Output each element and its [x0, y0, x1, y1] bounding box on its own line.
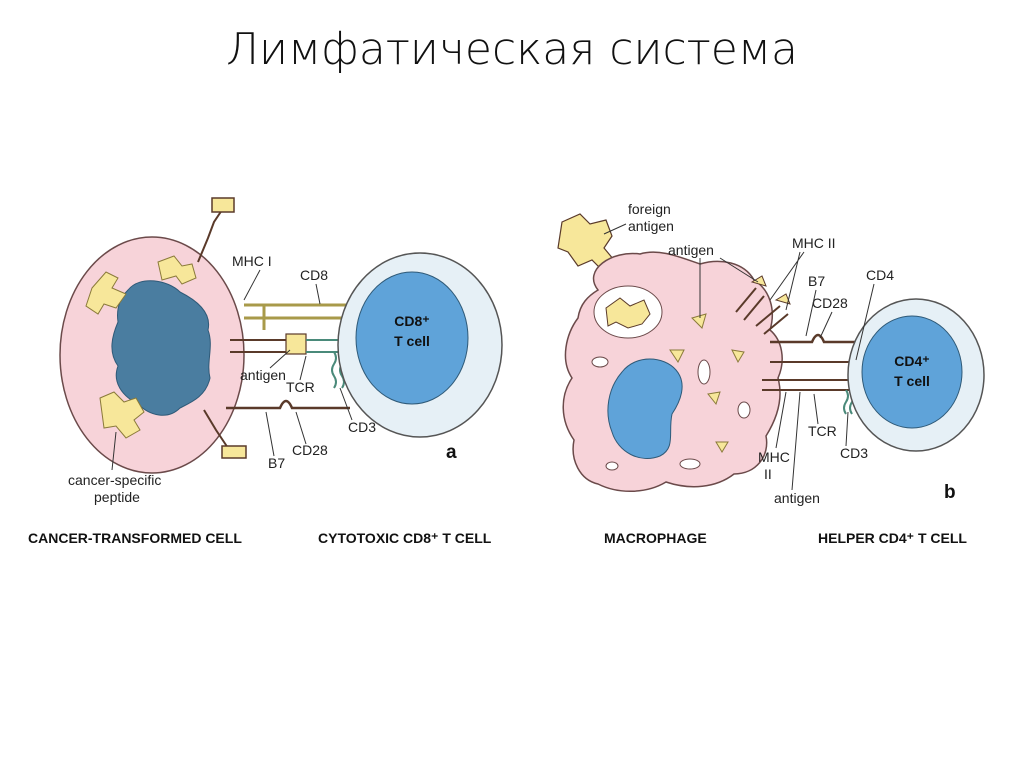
label-foreign-2: antigen: [628, 218, 674, 234]
b7-cd28-link: [226, 399, 350, 410]
macrophage-nucleus: [607, 358, 683, 460]
panel-letter-b: b: [944, 482, 956, 503]
label-mhc-bottom-1: MHC: [758, 449, 790, 465]
vacuole: [605, 461, 619, 471]
vacuole: [697, 359, 711, 385]
label-mhc-bottom-2: II: [764, 466, 772, 482]
vacuole: [737, 401, 751, 419]
panel-letter-a: a: [446, 442, 457, 463]
mhc-i-head: [211, 197, 235, 213]
label-foreign-1: foreign: [628, 201, 671, 217]
label-tcr-b: TCR: [808, 423, 837, 439]
leader-lines-b: [603, 223, 875, 491]
leader-lines-a: [111, 269, 353, 471]
label-b7-a: B7: [268, 455, 285, 471]
label-cd8: CD8: [300, 267, 328, 283]
panel-b: CD4⁺ T cell foreign antigen antigen MHC …: [557, 201, 985, 546]
label-b7-b: B7: [808, 273, 825, 289]
cd8-t-cell-nucleus: [355, 271, 469, 405]
cancer-nucleus: [111, 280, 211, 416]
cd4-t-cell-label-2: T cell: [894, 373, 930, 389]
antigen-fragment: [731, 349, 745, 364]
label-cd28-a: CD28: [292, 442, 328, 458]
label-antigen-bottom: antigen: [774, 490, 820, 506]
cd8-t-cell-label-1: CD8⁺: [394, 313, 429, 329]
label-cd3-b: CD3: [840, 445, 868, 461]
label-antigen-a: antigen: [240, 367, 286, 383]
label-mhc-ii-top: MHC II: [792, 235, 836, 251]
tcr-mhc-link: [230, 339, 290, 353]
label-peptide-2: peptide: [94, 489, 140, 505]
antigen-fragment: [715, 441, 729, 453]
antigen-fragment: [669, 349, 685, 363]
caption-cd8-t-cell: CYTOTOXIC CD8⁺ T CELL: [318, 530, 492, 546]
label-mhc-i: MHC I: [232, 253, 272, 269]
peptide-fragment: [85, 271, 127, 315]
cd8-t-cell-label-2: T cell: [394, 333, 430, 349]
cd4-t-cell-label-1: CD4⁺: [894, 353, 929, 369]
engulfed-antigen: [605, 297, 651, 329]
peptide-fragment: [157, 255, 197, 285]
mhc-ii-antigen: [750, 275, 791, 305]
b7-lower-head: [221, 445, 247, 459]
caption-macrophage: MACROPHAGE: [604, 530, 707, 546]
cd4-t-cell-nucleus: [861, 315, 963, 429]
label-cd3-a: CD3: [348, 419, 376, 435]
label-cd4: CD4: [866, 267, 894, 283]
antigen-fragment: [707, 391, 721, 406]
label-cd28-b: CD28: [812, 295, 848, 311]
label-tcr-a: TCR: [286, 379, 315, 395]
page-title: Лимфатическая система: [225, 24, 799, 75]
vacuole: [591, 356, 609, 368]
panel-a: CD8⁺ T cell MHC I CD8 antigen TCR CD3 CD…: [28, 197, 503, 546]
mhc-ii-surface: [735, 287, 789, 335]
b7-cd28-link-b: [770, 333, 858, 344]
b7-lower-receptor: [203, 409, 229, 449]
peptide-fragment: [99, 391, 145, 439]
caption-cancer-cell: CANCER-TRANSFORMED CELL: [28, 530, 242, 546]
mhc-i-receptor: [197, 209, 223, 263]
vacuole: [679, 458, 701, 470]
label-antigen-top: antigen: [668, 242, 714, 258]
antigen-fragment: [691, 313, 707, 329]
tcr-link-b: [762, 379, 858, 391]
caption-cd4-t-cell: HELPER CD4⁺ T CELL: [818, 530, 967, 546]
label-peptide-1: cancer-specific: [68, 472, 161, 488]
antigen-complex: [285, 333, 307, 355]
cd8-link: [244, 303, 350, 330]
foreign-antigen: [557, 213, 615, 269]
